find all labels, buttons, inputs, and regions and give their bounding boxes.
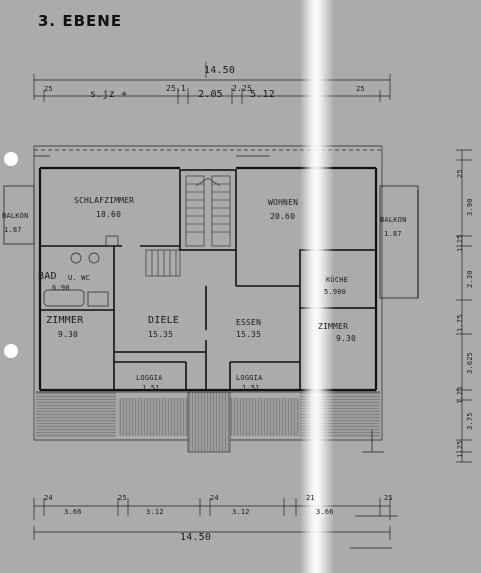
top-seg3-dimension: 2.25 bbox=[232, 84, 253, 93]
room-balkon-left-area: 1.87 bbox=[4, 226, 22, 234]
room-zimmer-left-area: 9.30 bbox=[58, 330, 79, 339]
room-loggia-left-area: 1.51 bbox=[142, 384, 160, 392]
room-kueche-name: KÜCHE bbox=[326, 276, 349, 284]
room-essen-area: 15.35 bbox=[236, 330, 262, 339]
hatched-terrace bbox=[36, 391, 380, 453]
page-title: 3. EBENE bbox=[38, 12, 123, 30]
right-v8-dimension: 3.75 bbox=[466, 412, 474, 430]
bottom-s1-dimension: 3.66 bbox=[64, 508, 82, 516]
room-essen-name: ESSEN bbox=[236, 318, 262, 327]
bottom-s3-dimension: 3.12 bbox=[232, 508, 250, 516]
right-v1-dimension: 25 bbox=[456, 169, 464, 178]
top-right-small-dimension: 25 bbox=[356, 85, 365, 93]
room-balkon-left-name: BALKON bbox=[2, 212, 29, 220]
bottom-d6-dimension: 25 bbox=[384, 494, 393, 502]
right-v6-dimension: 3.625 bbox=[466, 351, 474, 374]
top-seg2-dimension: 2.05 bbox=[198, 89, 223, 100]
room-schlafzimmer-name: SCHLAFZIMMER bbox=[74, 196, 135, 205]
right-v7-dimension: 1.25 bbox=[456, 386, 464, 404]
corner-marks bbox=[34, 155, 384, 453]
room-balkon-right-name: BALKON bbox=[380, 216, 407, 224]
right-v5-dimension: 1.75 bbox=[456, 314, 464, 332]
top-seg1-dimension: 25,1 bbox=[166, 84, 187, 93]
bottom-d1-dimension: 24 bbox=[44, 494, 53, 502]
staircase bbox=[145, 175, 231, 277]
room-zimmer-right-name: ZIMMER bbox=[318, 322, 349, 331]
punch-hole-top bbox=[4, 152, 18, 166]
bottom-d3-dimension: 24 bbox=[210, 494, 219, 502]
bathroom-fixtures bbox=[43, 235, 119, 307]
room-loggia-right-area: 1.51 bbox=[242, 384, 260, 392]
room-diele-area: 15.35 bbox=[148, 330, 174, 339]
balcony-left bbox=[3, 185, 35, 245]
right-v3-dimension: 1.25 bbox=[456, 234, 464, 252]
room-zimmer-right-area: 9.30 bbox=[336, 334, 357, 343]
room-zimmer-left-name: ZIMMER bbox=[46, 315, 84, 326]
room-bad-name: BAD bbox=[38, 271, 57, 282]
top-seg4-dimension: 5.12 bbox=[250, 89, 275, 100]
bottom-dimension-chain bbox=[33, 498, 398, 549]
room-bad-area: 6.90 bbox=[52, 284, 70, 292]
scan-light-band bbox=[300, 0, 334, 573]
bottom-s4-dimension: 3.66 bbox=[316, 508, 334, 516]
room-diele-name: DIELE bbox=[148, 315, 180, 326]
bottom-d2-dimension: 25 bbox=[118, 494, 127, 502]
room-bad-extra: U. WC bbox=[68, 274, 91, 282]
right-v2-dimension: 3.90 bbox=[466, 198, 474, 216]
balcony-right bbox=[379, 185, 419, 299]
top-scrawl: s.jz + bbox=[90, 89, 128, 100]
top-total-dimension: 14.50 bbox=[204, 65, 236, 76]
room-wohnen-area: 20.60 bbox=[270, 212, 296, 221]
bottom-d5-dimension: 21 bbox=[306, 494, 315, 502]
bottom-total-dimension: 14.50 bbox=[180, 532, 212, 543]
room-wohnen-name: WOHNEN bbox=[268, 198, 299, 207]
bottom-s2-dimension: 3.12 bbox=[146, 508, 164, 516]
room-loggia-left-name: LOGGIA bbox=[136, 374, 163, 382]
punch-hole-bottom bbox=[4, 344, 18, 358]
right-v4-dimension: 2.30 bbox=[466, 270, 474, 288]
top-left-small-dimension: 25 bbox=[44, 85, 53, 93]
room-schlafzimmer-area: 18.60 bbox=[96, 210, 122, 219]
right-dimension-chain bbox=[456, 149, 472, 463]
room-kueche-area: 5.900 bbox=[324, 288, 347, 296]
room-loggia-right-name: LOGGIA bbox=[236, 374, 263, 382]
room-balkon-right-area: 1.87 bbox=[384, 230, 402, 238]
right-v9-dimension: 1.25 bbox=[456, 440, 464, 458]
